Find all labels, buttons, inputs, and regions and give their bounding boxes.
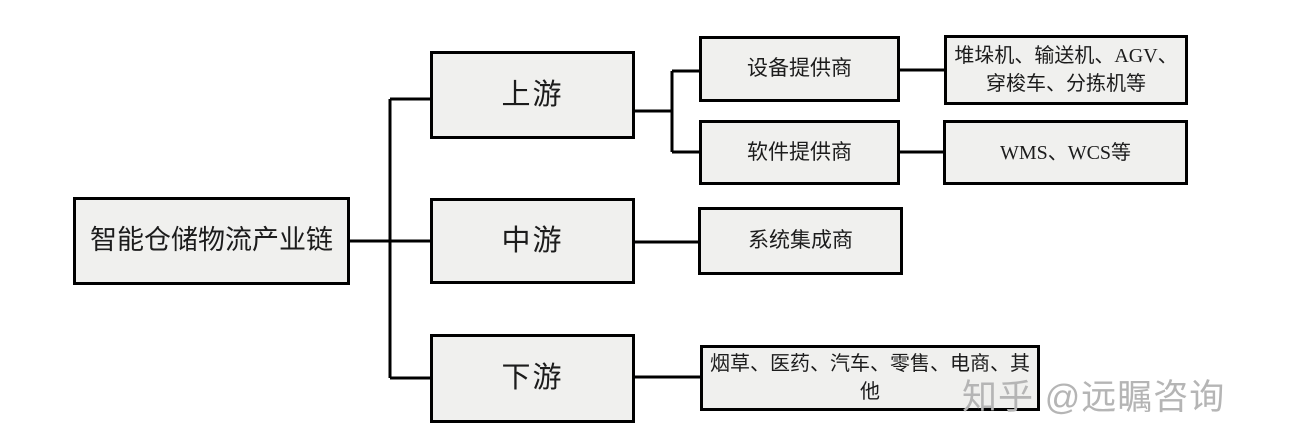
watermark-zhihu: 知乎 @远瞩咨询 [962, 378, 1226, 417]
node-midstream: 中游 [430, 198, 635, 284]
node-system-integrator: 系统集成商 [698, 207, 903, 275]
node-upstream: 上游 [430, 51, 635, 139]
node-equipment-detail: 堆垛机、输送机、AGV、穿梭车、分拣机等 [944, 35, 1188, 105]
node-downstream: 下游 [430, 334, 635, 423]
node-software-detail: WMS、WCS等 [943, 120, 1188, 185]
node-software-provider: 软件提供商 [699, 120, 900, 185]
node-downstream-detail: 烟草、医药、汽车、零售、电商、其他 [700, 345, 1040, 411]
node-equipment-provider: 设备提供商 [699, 36, 900, 102]
node-root: 智能仓储物流产业链 [73, 197, 350, 285]
